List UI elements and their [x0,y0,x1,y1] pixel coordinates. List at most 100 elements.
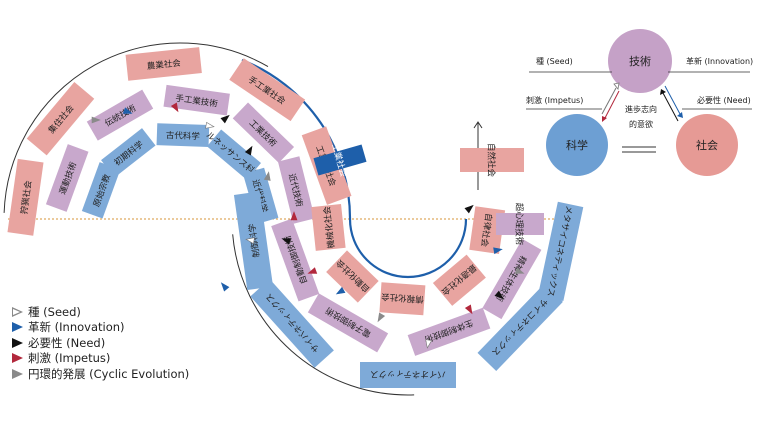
science-box [242,167,279,224]
flow-marker-triangle [263,171,271,181]
society-node: 手工業社会 [229,58,306,122]
flow-marker-icon [494,290,504,300]
flow-marker-icon [91,116,101,124]
flow-marker-triangle [377,312,386,323]
theory-science-circle [546,114,608,176]
science-box [101,128,156,178]
science-box [81,162,121,219]
society-node: 農業社会 [125,47,202,81]
science-node: サイバネティックス [250,279,334,368]
cyclic-triangle-icon [12,368,23,379]
society-node: 情報化社会 [379,282,426,316]
theory-need-arrow-line [662,92,679,122]
science-box [537,201,584,302]
flow-marker-triangle [245,237,255,245]
science-label: 制御科学 [247,222,263,258]
society-box [125,47,202,81]
flow-marker-icon [464,304,473,315]
science-box [360,362,456,388]
flow-marker-triangle [220,282,230,292]
technology-node: 近代技術 [277,156,315,224]
flow-marker-icon [493,247,503,255]
flow-marker-icon [307,267,318,274]
theory-science-label: 科学 [566,138,588,152]
science-node: 初期科学 [101,128,156,178]
impetus-triangle-icon [12,353,23,364]
flow-marker-icon [425,339,433,349]
technology-node-box [496,213,544,235]
science-node: 古代科学 [156,123,210,148]
science-box [156,123,210,148]
flow-marker-triangle [307,267,318,274]
legend-item-impetus: 刺激 (Impetus) [12,351,189,367]
legend-item-seed: 種 (Seed) [12,304,189,320]
society-node: 機械化社会 [311,203,346,251]
flow-marker-icon [122,107,133,114]
society-box [26,82,95,156]
theory-need-label: 必要性 (Need) [697,95,751,105]
technology-node-label: 超心理技術 [514,203,525,246]
theory-seed-arrow-line [601,87,617,115]
theory-society-circle [676,114,738,176]
technology-node: 手工業技術 [163,84,230,116]
flow-marker-icon [220,114,230,124]
science-label: 古代科学 [166,130,201,142]
theory-center-label-2: 的意欲 [629,119,653,129]
technology-node: 運動技術 [45,144,89,212]
flow-marker-triangle [205,121,215,129]
society-node: 集住社会 [26,82,95,156]
flow-marker-triangle [281,238,292,245]
legend-label: 必要性 (Need) [28,335,106,350]
flow-marker-triangle [335,286,346,295]
society-box [326,250,379,303]
science-label: サイバネティックス [264,291,322,354]
flow-marker-icon [464,204,474,214]
society-label: 農業社会 [146,58,181,73]
society-label: 情報化社会 [380,291,424,305]
science-node: 原始宗教 [81,162,121,219]
technology-box [163,84,230,116]
flow-marker-triangle [91,116,101,124]
technology-box [86,89,154,141]
society-node: 自動化社会 [326,250,379,303]
legend-item-innovation: 革新 (Innovation) [12,320,189,336]
flow-marker-triangle [494,290,504,300]
technology-box [277,156,315,224]
flow-marker-icon [170,102,179,113]
legend-item-need: 必要性 (Need) [12,335,189,351]
theory-technology-circle [608,29,672,93]
society-node: 自然社会 [460,143,524,177]
theory-impetus-arrow-icon [602,116,607,122]
technology-node: 超心理技術 [496,203,544,246]
flow-marker-icon [281,238,292,245]
society-label: 自律社会 [478,212,494,248]
innovation-triangle-icon [12,322,23,333]
society-node: 狩猟社会 [7,158,44,236]
industrial-society-node-box [313,144,367,176]
flow-marker-triangle [170,102,179,113]
society-node: 最適化社会 [432,254,486,306]
technology-box [45,144,89,212]
theory-center-label-1: 進歩志向 [625,104,657,114]
flow-marker-icon [263,171,271,181]
flow-marker-icon [377,312,386,323]
society-box [432,254,486,306]
science-label: バイオネティックス [370,369,446,379]
theory-innovation-arrow-icon [677,112,683,118]
society-box [379,282,426,316]
flow-marker-triangle [464,204,474,214]
legend-label: 円環的発展 (Cyclic Evolution) [28,366,190,381]
flow-marker-icon [244,145,253,156]
technology-box [307,293,389,353]
technology-box [232,102,295,163]
society-label: 狩猟社会 [19,179,35,215]
society-node-box [460,148,524,172]
legend-label: 革新 (Innovation) [28,320,125,335]
flow-marker-icon [335,286,346,295]
seed-triangle-icon [12,306,23,317]
industrial-society-node: 工業社会 [313,142,367,179]
technology-box [482,238,542,320]
theory-innovation-arrow-line [664,85,681,115]
